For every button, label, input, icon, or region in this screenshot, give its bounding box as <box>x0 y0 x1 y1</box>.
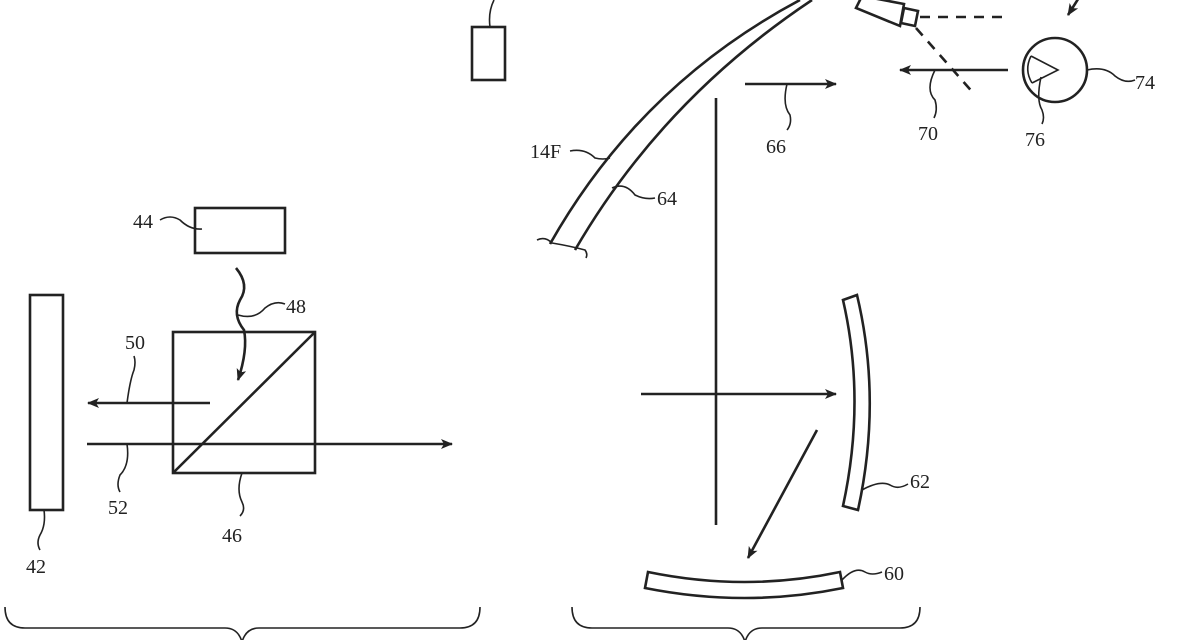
label-64: 64 <box>657 188 677 210</box>
leader-62 <box>861 482 909 491</box>
leader-50 <box>126 355 136 404</box>
brace-left <box>4 606 481 640</box>
label-46: 46 <box>222 525 242 547</box>
leader-46 <box>238 472 245 517</box>
label-66: 66 <box>766 136 786 158</box>
leader-52 <box>117 443 129 493</box>
leader-70 <box>929 69 938 119</box>
leader-76 <box>1037 76 1045 125</box>
label-76: 76 <box>1025 129 1045 151</box>
label-52: 52 <box>108 497 128 519</box>
label-42: 42 <box>26 556 46 578</box>
camera-component <box>854 0 1010 96</box>
wavy-light-arrow-48 <box>234 267 247 381</box>
leader-74 <box>1086 68 1136 83</box>
hatched-component <box>470 0 507 82</box>
label-14f: 14F <box>530 141 561 163</box>
label-70: 70 <box>918 123 938 145</box>
label-50: 50 <box>125 332 145 354</box>
leader-14f <box>569 149 611 160</box>
incoming-arrow-top-right <box>1066 0 1080 16</box>
leader-66 <box>784 83 792 131</box>
leader-44 <box>159 216 203 230</box>
label-62: 62 <box>910 471 930 493</box>
eye-74 <box>1021 36 1089 104</box>
curved-cover-14f <box>536 0 813 259</box>
display-panel-42 <box>28 293 65 512</box>
leader-64 <box>611 185 656 200</box>
curved-mirror-62 <box>841 293 872 512</box>
label-74: 74 <box>1135 72 1155 94</box>
label-60: 60 <box>884 563 904 585</box>
leader-60 <box>841 569 883 581</box>
light-source-44 <box>193 206 287 255</box>
label-44: 44 <box>133 211 153 233</box>
leader-42 <box>37 509 46 551</box>
curved-element-60 <box>643 570 845 600</box>
reflected-ray-arrow <box>746 429 819 559</box>
brace-right <box>571 606 921 640</box>
leader-48 <box>237 301 286 318</box>
label-48: 48 <box>286 296 306 318</box>
